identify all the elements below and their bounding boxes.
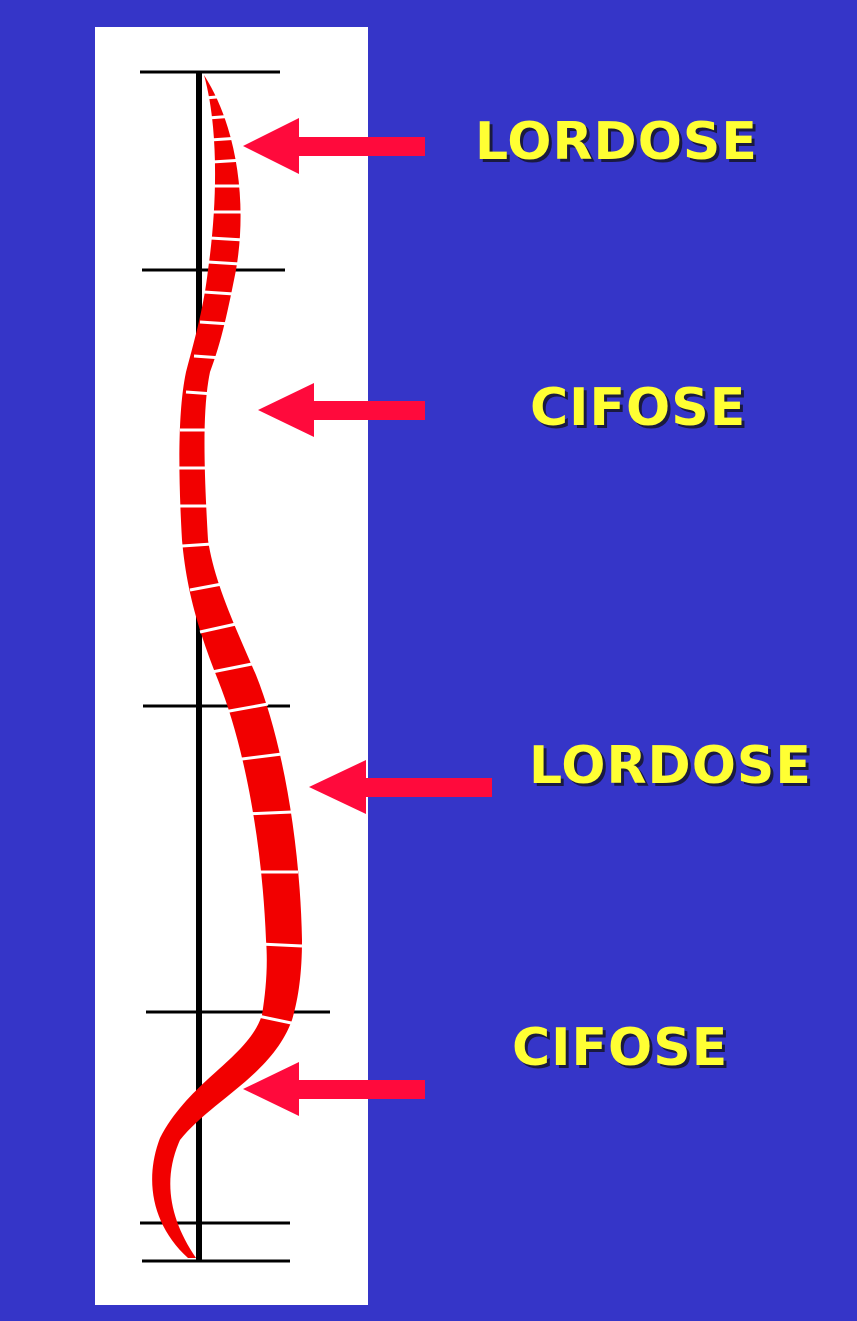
arrow-lordose-cervical bbox=[243, 118, 425, 174]
label-lordose-cervical: LORDOSE bbox=[475, 112, 758, 172]
label-cifose-toracica: CIFOSE bbox=[530, 378, 747, 438]
vertebra-gaps bbox=[178, 94, 303, 1026]
spine-curve bbox=[152, 75, 303, 1258]
indicator-arrows bbox=[243, 118, 492, 1116]
arrow-cifose-toracica bbox=[258, 383, 425, 437]
spinal-column bbox=[152, 75, 302, 1258]
label-cifose-sacral: CIFOSE bbox=[512, 1018, 729, 1078]
arrow-cifose-sacral bbox=[243, 1062, 425, 1116]
arrow-lordose-lombar bbox=[309, 760, 492, 814]
label-lordose-lombar: LORDOSE bbox=[529, 736, 812, 796]
